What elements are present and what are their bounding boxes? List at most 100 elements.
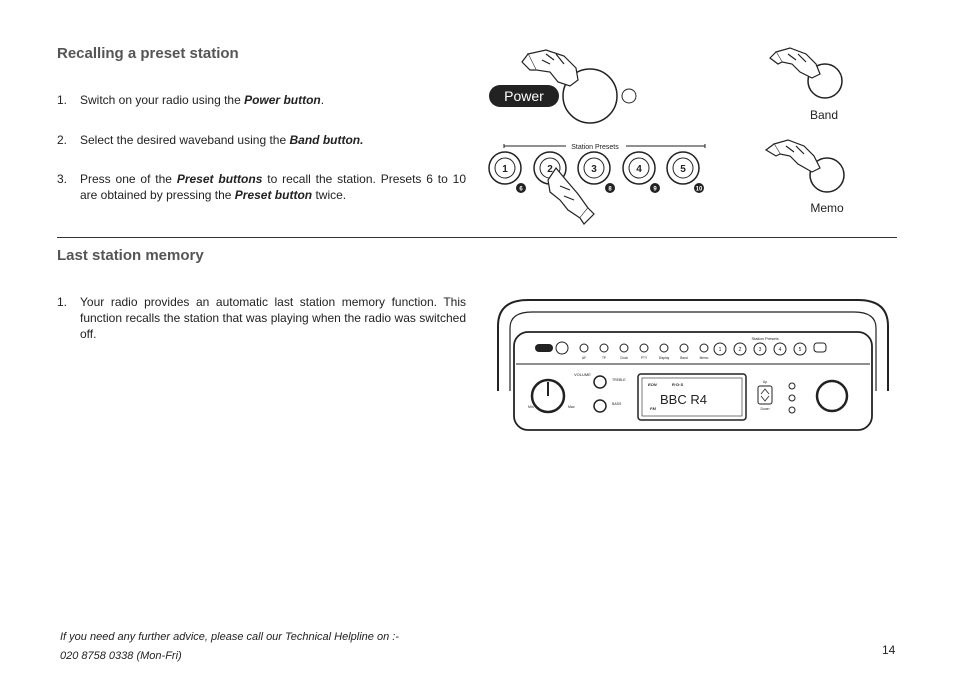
radio-function-button	[619, 343, 629, 353]
radio-display	[637, 373, 747, 421]
radio-function-button	[699, 343, 709, 353]
radio-function-label: Memo	[700, 356, 709, 360]
volume-max-label: Max	[568, 405, 575, 409]
volume-label: VOLUME	[574, 372, 591, 377]
footer-helpline-number: 020 8758 0338 (Mon-Fri)	[60, 650, 182, 662]
pointing-hand-icon	[521, 49, 579, 87]
preset-number: 2	[547, 164, 553, 175]
step-emphasis: Preset button	[234, 188, 313, 202]
step-1-power: 1. Switch on your radio using the Power …	[57, 92, 470, 108]
radio-preset-number: 4	[779, 347, 782, 353]
radio-preset-number: 3	[759, 347, 762, 353]
step-number: 3.	[57, 172, 68, 186]
shifted-preset-number: 9	[653, 187, 657, 193]
step-emphasis: Preset buttons	[176, 172, 263, 186]
radio-power-button	[535, 344, 553, 352]
radio-preset-number: 2	[739, 347, 742, 353]
radio-logo-badge	[813, 342, 827, 353]
radio-function-label: Band	[680, 356, 688, 360]
pointing-hand-icon	[769, 47, 821, 79]
power-knob	[562, 68, 618, 124]
step-emphasis: Power button	[244, 93, 321, 107]
step-2-band: 2. Select the desired waveband using the…	[57, 132, 470, 148]
step-text: Select the desired waveband using the	[80, 133, 290, 147]
radio-preset-number: 1	[719, 347, 722, 353]
step-text: .	[320, 93, 325, 107]
display-rds: R·D·S	[672, 382, 683, 387]
shifted-preset-badge	[516, 183, 526, 193]
step-3-presets: 3. Press one of the Preset buttons to re…	[57, 171, 467, 203]
shifted-preset-number: 10	[696, 187, 703, 193]
radio-function-label: PTY	[641, 356, 648, 360]
radio-function-button	[579, 343, 589, 353]
display-station-text: BBC R4	[660, 392, 707, 407]
step-number: 1.	[57, 295, 68, 309]
step-1-last-station: 1. Your radio provides an automatic last…	[57, 294, 466, 342]
radio-handle-inner	[509, 311, 877, 391]
volume-min-label: Min	[528, 405, 534, 409]
radio-function-button	[599, 343, 609, 353]
preset-button	[583, 157, 605, 179]
step-text: to recall the station. Presets 6 to 10 a…	[80, 172, 467, 202]
radio-preset-button	[793, 342, 807, 356]
section-divider	[57, 237, 897, 238]
step-text: Switch on your radio using the	[80, 93, 245, 107]
tuning-arrows-icon	[760, 388, 770, 402]
radio-function-label: Display	[659, 356, 670, 360]
bass-label: BASS	[612, 402, 622, 406]
side-button	[788, 406, 796, 414]
radio-preset-button	[753, 342, 767, 356]
power-button-pill	[489, 85, 559, 107]
section-title-last-station: Last station memory	[57, 247, 204, 264]
station-presets-bracket	[503, 144, 706, 148]
radio-function-label: TP	[602, 356, 606, 360]
band-label: Band	[810, 108, 838, 122]
display-band: FM	[650, 406, 656, 411]
footer-helpline-text: If you need any further advice, please c…	[60, 631, 399, 643]
preset-button	[672, 157, 694, 179]
radio-presets-label: Station Presets	[751, 336, 778, 341]
step-text: Press one of the	[80, 172, 177, 186]
memo-label: Memo	[810, 201, 844, 215]
tuning-up-label: Up	[763, 380, 768, 384]
shifted-preset-badge	[605, 183, 615, 193]
radio-power-knob	[555, 341, 569, 355]
radio-function-button	[639, 343, 649, 353]
treble-label: TREBLE	[612, 378, 626, 382]
radio-function-button	[679, 343, 689, 353]
station-presets-label: Station Presets	[571, 144, 619, 151]
radio-handle	[497, 299, 889, 391]
step-text: Your radio provides an automatic last st…	[80, 295, 466, 341]
page-number: 14	[882, 643, 896, 657]
tuning-rocker	[757, 385, 773, 405]
pointing-hand-icon	[764, 139, 821, 173]
radio-preset-button	[733, 342, 747, 356]
shifted-preset-badge	[694, 183, 704, 193]
radio-preset-buttons: 1 2 3 4 5	[713, 342, 807, 356]
preset-number: 5	[680, 164, 686, 175]
radio-display-inner	[641, 377, 743, 417]
side-button	[788, 382, 796, 390]
radio-preset-number: 5	[799, 347, 802, 353]
radio-function-label: AF	[582, 356, 586, 360]
tuning-knob	[815, 379, 849, 413]
shifted-preset-number: 6	[519, 187, 523, 193]
shifted-preset-badge	[650, 183, 660, 193]
radio-preset-button	[713, 342, 727, 356]
power-label: Power	[504, 88, 544, 104]
bass-knob	[593, 399, 607, 413]
display-logo: EON	[648, 382, 657, 387]
radio-preset-button	[773, 342, 787, 356]
shifted-preset-number: 8	[608, 187, 612, 193]
preset-number: 4	[636, 164, 642, 175]
step-number: 1.	[57, 93, 68, 107]
step-text: twice.	[312, 188, 347, 202]
step-number: 2.	[57, 133, 68, 147]
tuning-down-label: Down	[761, 407, 770, 411]
power-indicator	[621, 88, 637, 104]
pointing-hand-icon	[547, 166, 595, 225]
preset-number: 1	[502, 164, 508, 175]
section-title-recall-preset: Recalling a preset station	[57, 45, 239, 62]
